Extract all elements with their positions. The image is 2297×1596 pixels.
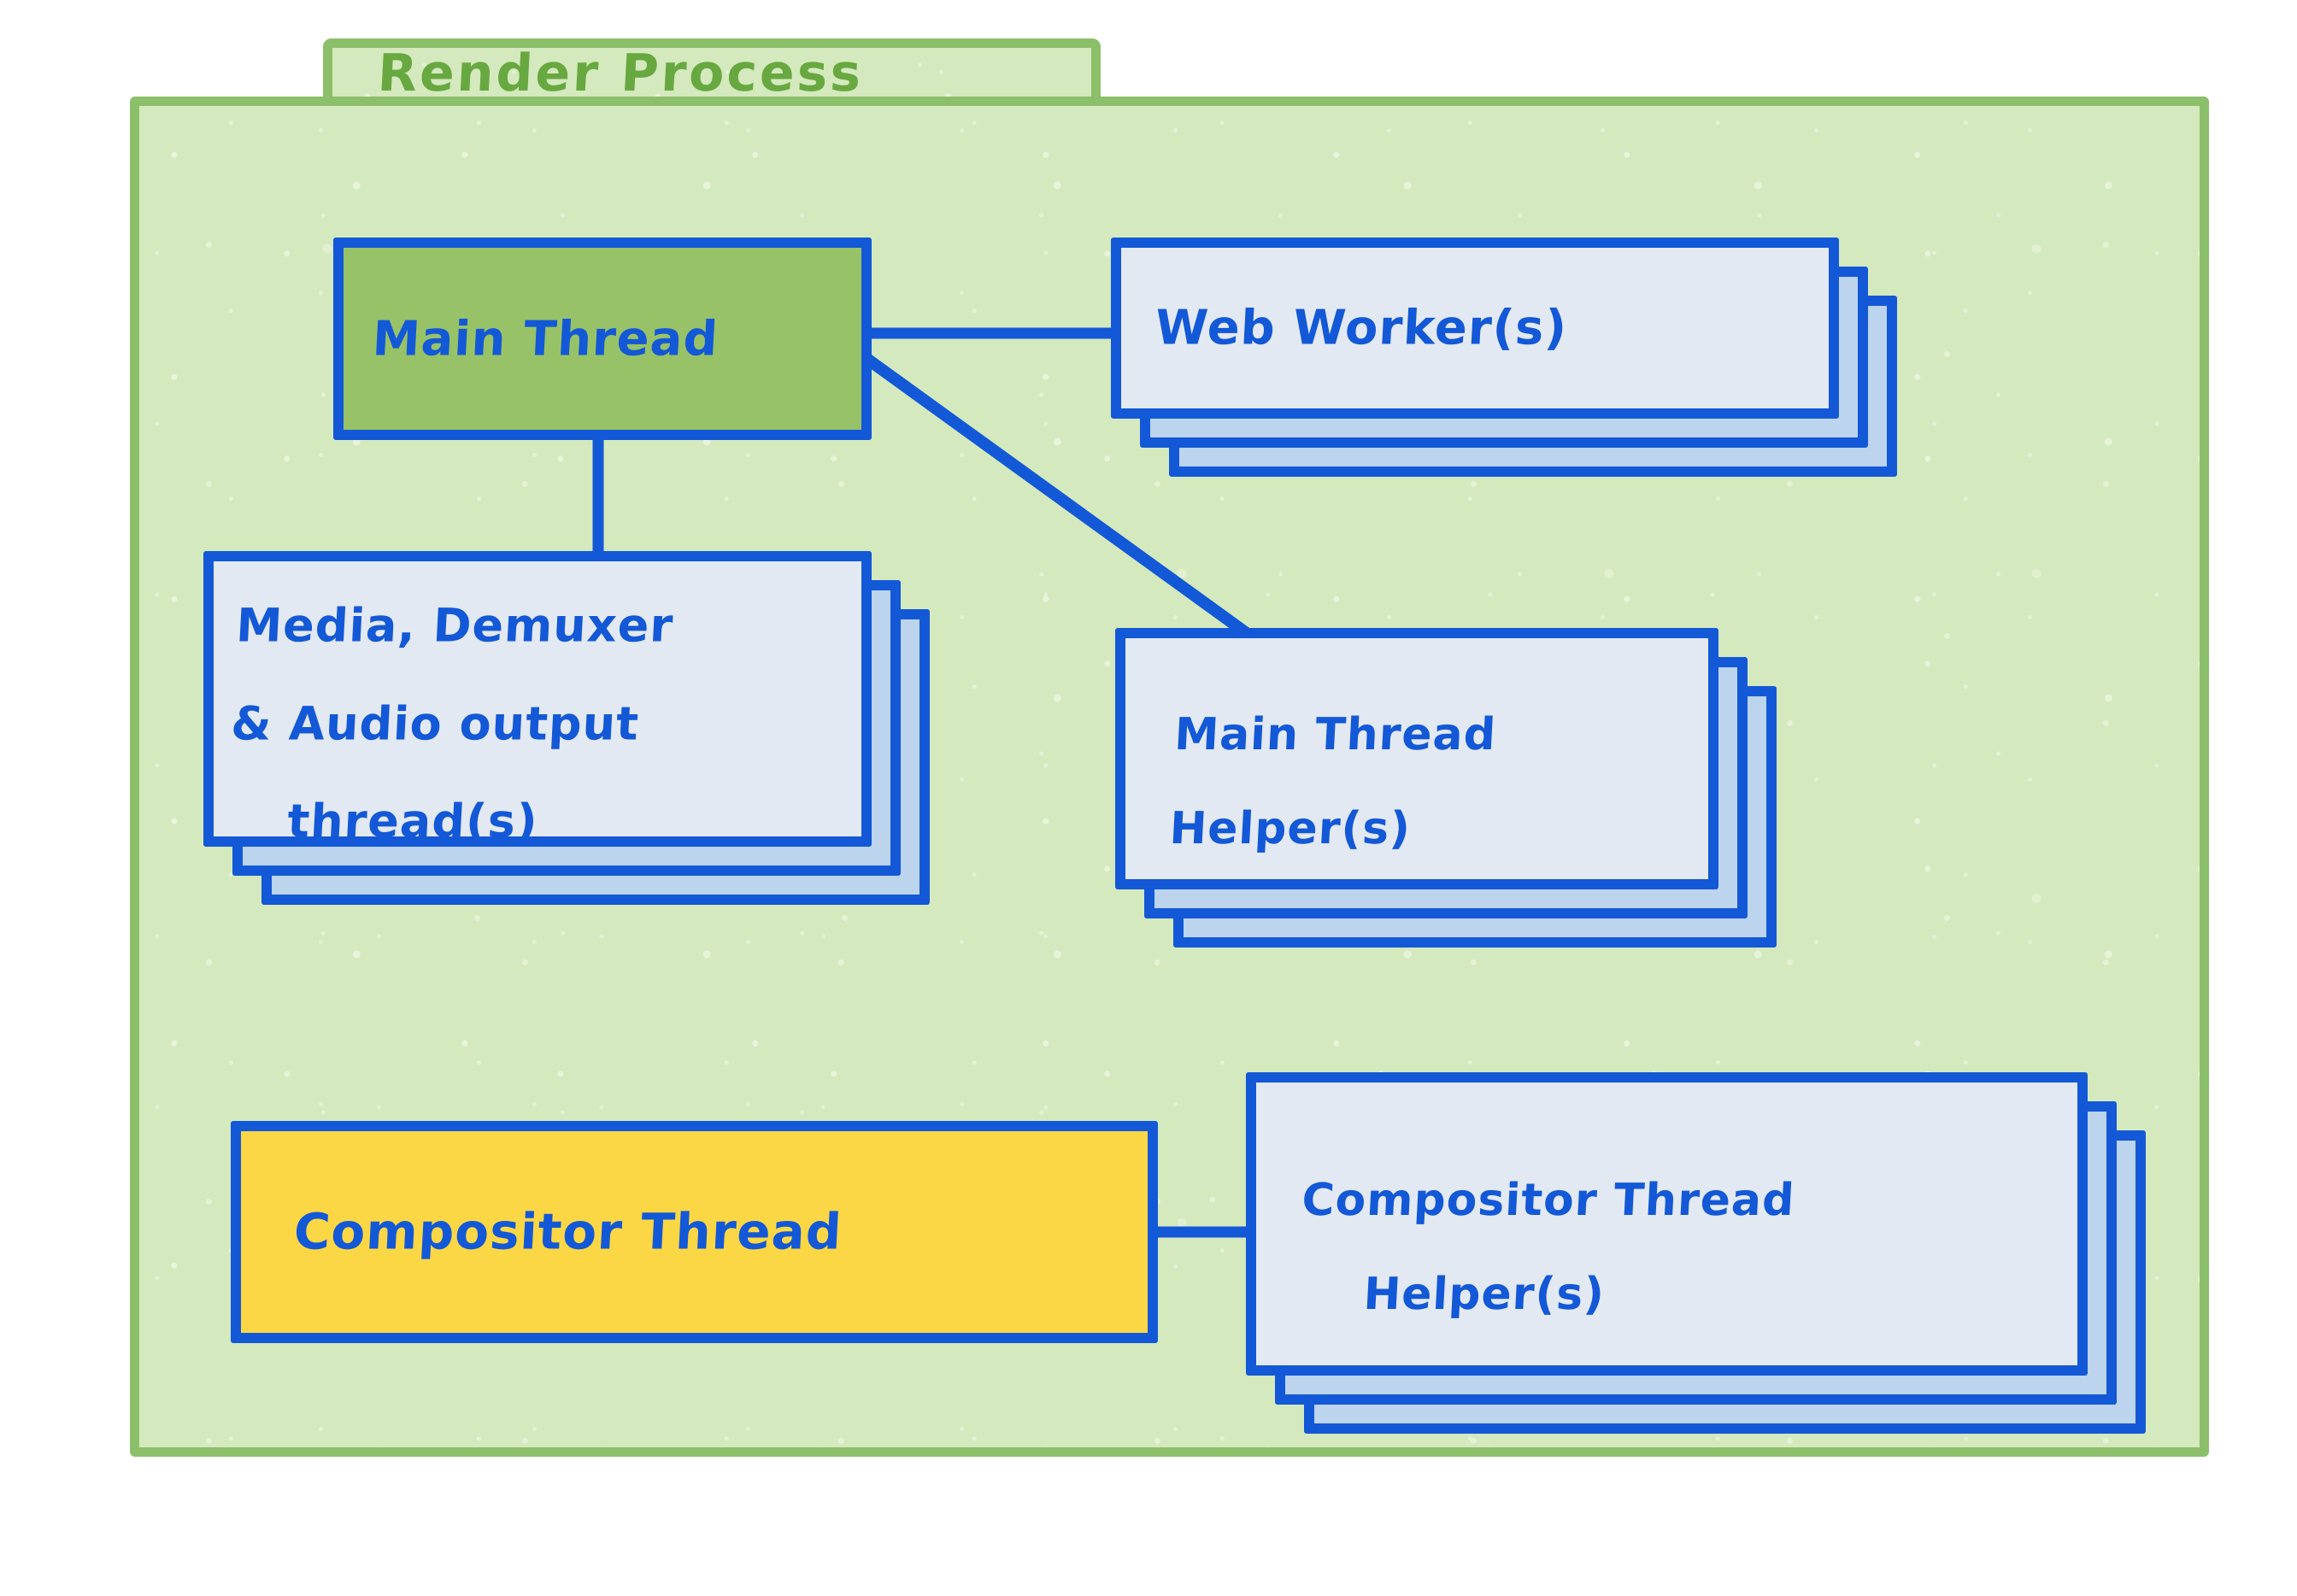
main-thread-helper-label-line-2: Helper(s) xyxy=(1168,803,1413,855)
node-media-demuxer-audio-thread[interactable]: Media, Demuxer & Audio output thread(s) xyxy=(203,551,938,953)
media-thread-label-line-3: thread(s) xyxy=(285,794,540,848)
main-thread-helper-label: Main Thread Helper(s) xyxy=(1120,665,1713,855)
node-compositor-thread-helper[interactable]: Compositor Thread Helper(s) xyxy=(1246,1072,2152,1440)
compositor-thread-helper-label: Compositor Thread Helper(s) xyxy=(1251,1130,2083,1320)
main-thread-helper-label-line-1: Main Thread xyxy=(1172,708,1498,760)
compositor-helper-card[interactable]: Compositor Thread Helper(s) xyxy=(1246,1072,2088,1376)
media-thread-label-line-1: Media, Demuxer xyxy=(234,598,675,653)
compositor-thread-card[interactable]: Compositor Thread xyxy=(231,1121,1158,1343)
compositor-thread-label: Compositor Thread xyxy=(292,1202,844,1261)
node-compositor-thread[interactable]: Compositor Thread xyxy=(231,1121,1158,1343)
web-worker-card[interactable]: Web Worker(s) xyxy=(1111,238,1839,419)
node-main-thread[interactable]: Main Thread xyxy=(333,238,872,440)
node-main-thread-helper[interactable]: Main Thread Helper(s) xyxy=(1115,628,1782,953)
main-thread-helper-card[interactable]: Main Thread Helper(s) xyxy=(1115,628,1718,889)
media-thread-label: Media, Demuxer & Audio output thread(s) xyxy=(206,552,869,848)
compositor-thread-helper-label-line-1: Compositor Thread xyxy=(1300,1174,1796,1226)
web-worker-label: Web Worker(s) xyxy=(1154,300,1569,356)
main-thread-label: Main Thread xyxy=(371,310,720,367)
media-thread-card[interactable]: Media, Demuxer & Audio output thread(s) xyxy=(203,551,872,848)
process-title: Render Process xyxy=(376,44,866,103)
media-thread-label-line-2: & Audio output xyxy=(229,696,641,750)
main-thread-card[interactable]: Main Thread xyxy=(333,238,872,440)
node-web-worker[interactable]: Web Worker(s) xyxy=(1111,238,1897,485)
compositor-thread-helper-label-line-2: Helper(s) xyxy=(1362,1268,1607,1320)
